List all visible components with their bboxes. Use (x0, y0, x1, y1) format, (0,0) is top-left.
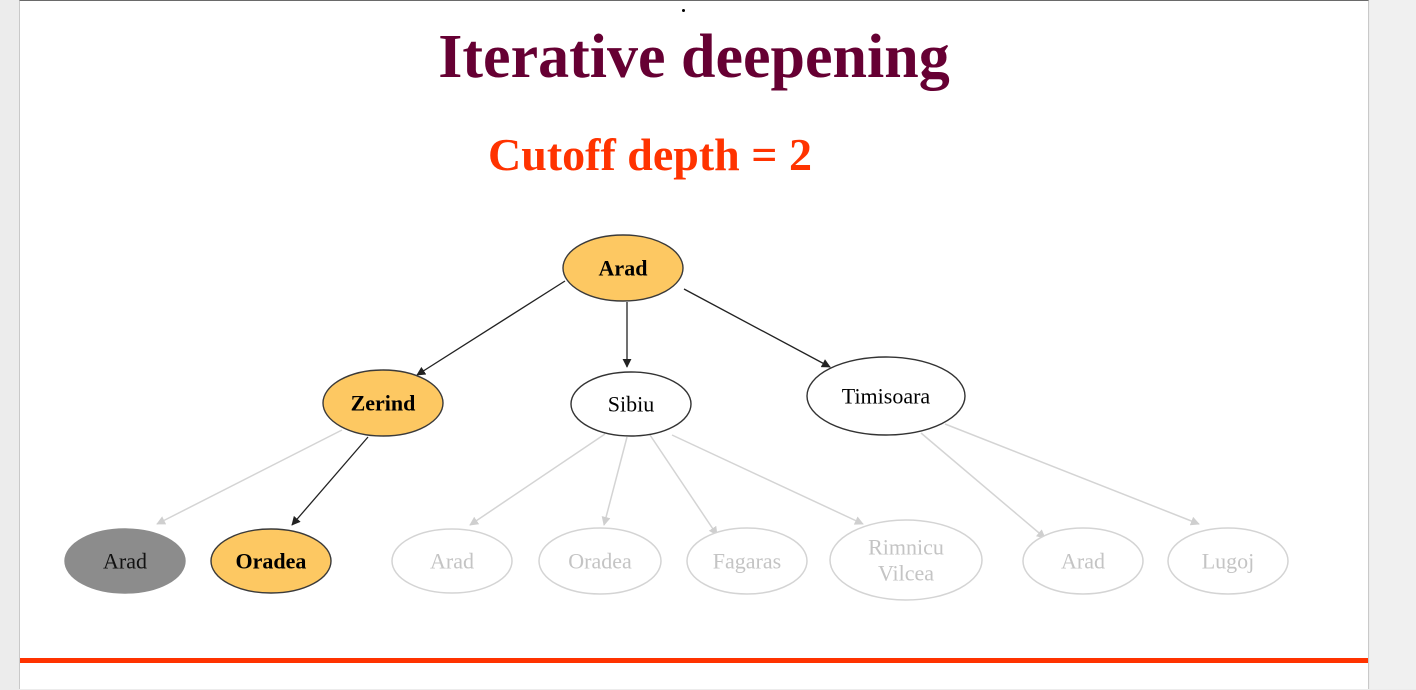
node-label-arad-s: Arad (430, 549, 474, 574)
node-shape-timisoara (806, 356, 966, 436)
node-shape-arad-s (391, 528, 513, 594)
node-label-fagaras: Fagaras (713, 549, 781, 574)
edge-zerind-to-oradea-z (291, 436, 369, 526)
slide: Iterative deepening Cutoff depth = 2 Ara… (19, 0, 1369, 689)
bottom-rule (20, 658, 1368, 663)
node-label-zerind: Zerind (351, 391, 416, 416)
node-shape-oradea-s (538, 527, 662, 595)
node-shape-oradea-z (210, 528, 332, 594)
node-shape-arad-z (64, 528, 186, 594)
edge-sibiu-to-fagaras (649, 434, 718, 536)
node-arad-s: Arad (391, 528, 513, 594)
node-label-rimnicu-vilcea: Rimnicu (868, 535, 944, 560)
edge-sibiu-to-rimnicu-vilcea (671, 434, 864, 525)
node-shape-lugoj (1167, 527, 1289, 595)
node-shape-arad-t (1022, 527, 1144, 595)
edge-sibiu-to-arad-s (469, 433, 606, 526)
node-shape-arad-root (562, 234, 684, 302)
edge-zerind-to-arad-z (156, 429, 343, 525)
tree-edges (156, 280, 1200, 539)
node-shape-rimnicu-vilcea (829, 519, 983, 601)
right-margin-panel (1370, 0, 1416, 689)
top-dot (682, 9, 685, 12)
edge-sibiu-to-oradea-s (601, 436, 628, 526)
cutoff-depth-label: Cutoff depth = 2 (488, 129, 812, 180)
edge-arad-root-to-zerind (416, 280, 566, 376)
node-shape-fagaras (686, 527, 808, 595)
node-label-timisoara: Timisoara (842, 384, 931, 409)
node-timisoara: Timisoara (806, 356, 966, 436)
node-lugoj: Lugoj (1167, 527, 1289, 595)
node-arad-z: Arad (64, 528, 186, 594)
node-shape-sibiu (570, 371, 692, 437)
edge-timisoara-to-lugoj (944, 423, 1200, 526)
node-arad-root: Arad (562, 234, 684, 302)
node-label-oradea-z: Oradea (236, 549, 307, 574)
node-label-arad-root: Arad (599, 256, 648, 281)
node-zerind: Zerind (322, 369, 444, 437)
node-shape-zerind (322, 369, 444, 437)
node-label-lugoj: Lugoj (1202, 549, 1255, 574)
node-label-arad-t: Arad (1061, 549, 1105, 574)
node-label-sibiu: Sibiu (608, 392, 654, 417)
node-fagaras: Fagaras (686, 527, 808, 595)
node-label-oradea-s: Oradea (568, 549, 632, 574)
node-oradea-s: Oradea (538, 527, 662, 595)
slide-title: Iterative deepening (438, 23, 950, 91)
edge-arad-root-to-timisoara (683, 288, 831, 368)
node-arad-t: Arad (1022, 527, 1144, 595)
node-oradea-z: Oradea (210, 528, 332, 594)
node-sibiu: Sibiu (570, 371, 692, 437)
edge-timisoara-to-arad-t (920, 432, 1046, 539)
node-label-rimnicu-vilcea: Vilcea (878, 561, 934, 586)
node-label-arad-z: Arad (103, 549, 147, 574)
